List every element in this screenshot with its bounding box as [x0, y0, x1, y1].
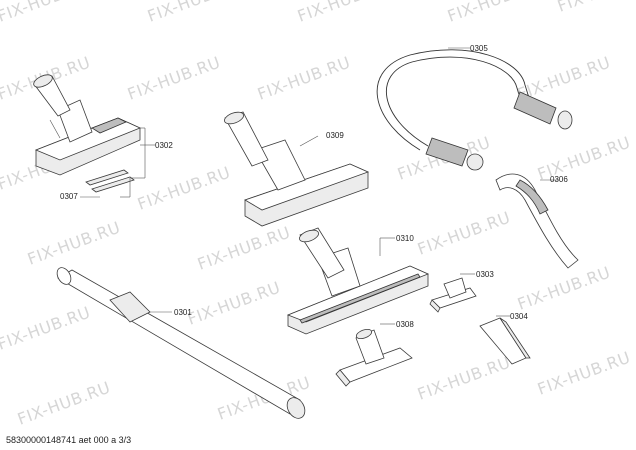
- part-0302-floor-nozzle: [33, 74, 155, 179]
- label-0309: 0309: [326, 131, 344, 140]
- watermark: FIX-HUB.RU: [135, 163, 233, 214]
- label-0308: 0308: [396, 320, 414, 329]
- label-0305: 0305: [470, 44, 488, 53]
- label-0306: 0306: [550, 175, 568, 184]
- watermark: FIX-HUB.RU: [555, 0, 636, 16]
- part-0305-hose: [376, 47, 573, 171]
- part-0304-crevice: [479, 315, 531, 365]
- part-0301-tube: [56, 267, 306, 419]
- label-0302: 0302: [155, 141, 173, 150]
- watermark: FIX-HUB.RU: [25, 218, 123, 269]
- watermark: FIX-HUB.RU: [0, 0, 93, 26]
- watermark: FIX-HUB.RU: [415, 208, 513, 259]
- part-0310-nozzle: [286, 227, 430, 335]
- part-0307-strips: [80, 169, 135, 198]
- label-0310: 0310: [396, 234, 414, 243]
- watermark: FIX-HUB.RU: [535, 348, 633, 399]
- watermark: FIX-HUB.RU: [255, 53, 353, 104]
- watermark: FIX-HUB.RU: [15, 378, 113, 429]
- label-0301: 0301: [174, 308, 192, 317]
- watermark: FIX-HUB.RU: [415, 353, 513, 404]
- part-0309-nozzle: [224, 111, 370, 227]
- label-0307: 0307: [60, 192, 78, 201]
- watermark: FIX-HUB.RU: [295, 0, 393, 26]
- part-0303-tool: [429, 273, 477, 313]
- watermark: FIX-HUB.RU: [125, 53, 223, 104]
- part-0306-handle: [495, 173, 579, 269]
- watermark: FIX-HUB.RU: [195, 223, 293, 274]
- watermark: FIX-HUB.RU: [185, 278, 283, 329]
- footer-code: 58300000148741 aet 000 a 3/3: [6, 435, 131, 445]
- label-0304: 0304: [510, 312, 528, 321]
- part-0308-tool: [335, 323, 413, 387]
- watermark: FIX-HUB.RU: [0, 303, 93, 354]
- watermark: FIX-HUB.RU: [445, 0, 543, 26]
- watermark: FIX-HUB.RU: [515, 263, 613, 314]
- label-0303: 0303: [476, 270, 494, 279]
- watermark: FIX-HUB.RU: [145, 0, 243, 26]
